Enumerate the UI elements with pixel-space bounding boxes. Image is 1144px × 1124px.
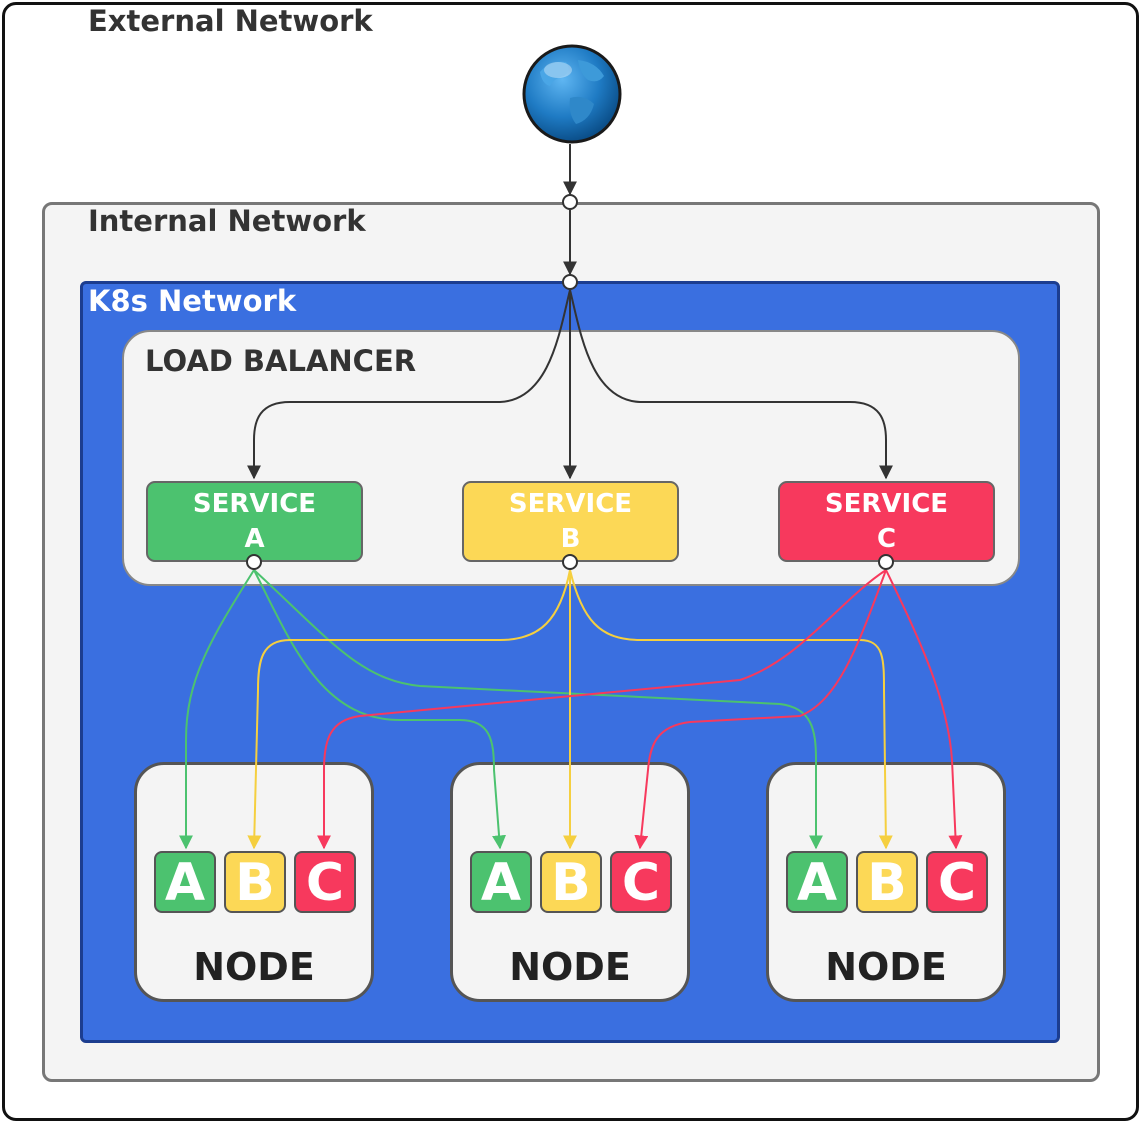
node-3-label: NODE [825,945,947,989]
pod-c-node-2[interactable]: C [610,851,672,913]
service-a-title: SERVICE [192,489,317,519]
port-service-c [878,554,894,570]
port-service-b [562,554,578,570]
service-b-title: SERVICE [508,489,633,519]
edges-service-a [179,569,823,850]
pod-a-node-3[interactable]: A [786,851,848,913]
port-internal [562,194,578,210]
edges-service-c [317,569,963,850]
pod-b-node-1[interactable]: B [224,851,286,913]
load-balancer-label: LOAD BALANCER [145,344,417,378]
service-b[interactable]: SERVICE B [462,481,679,562]
pod-a-node-2[interactable]: A [470,851,532,913]
pod-a-node-1[interactable]: A [154,851,216,913]
pod-b-node-2[interactable]: B [540,851,602,913]
service-a-letter: A [244,524,265,554]
port-service-a [246,554,262,570]
service-c-title: SERVICE [824,489,949,519]
globe-icon [522,44,622,144]
pod-c-node-3[interactable]: C [926,851,988,913]
service-c-letter: C [876,524,897,554]
node-1-label: NODE [193,945,315,989]
edge-ingress-to-service-a [247,289,571,480]
edge-ingress-to-service-c [569,289,893,480]
pod-b-node-3[interactable]: B [856,851,918,913]
node-2-label: NODE [509,945,631,989]
edges-service-b [247,569,893,850]
external-network-label: External Network [88,4,373,38]
port-k8s [562,274,578,290]
k8s-network-label: K8s Network [88,284,297,318]
service-c[interactable]: SERVICE C [778,481,995,562]
internal-network-label: Internal Network [88,204,366,238]
service-a[interactable]: SERVICE A [146,481,363,562]
service-b-letter: B [560,524,581,554]
pod-c-node-1[interactable]: C [294,851,356,913]
